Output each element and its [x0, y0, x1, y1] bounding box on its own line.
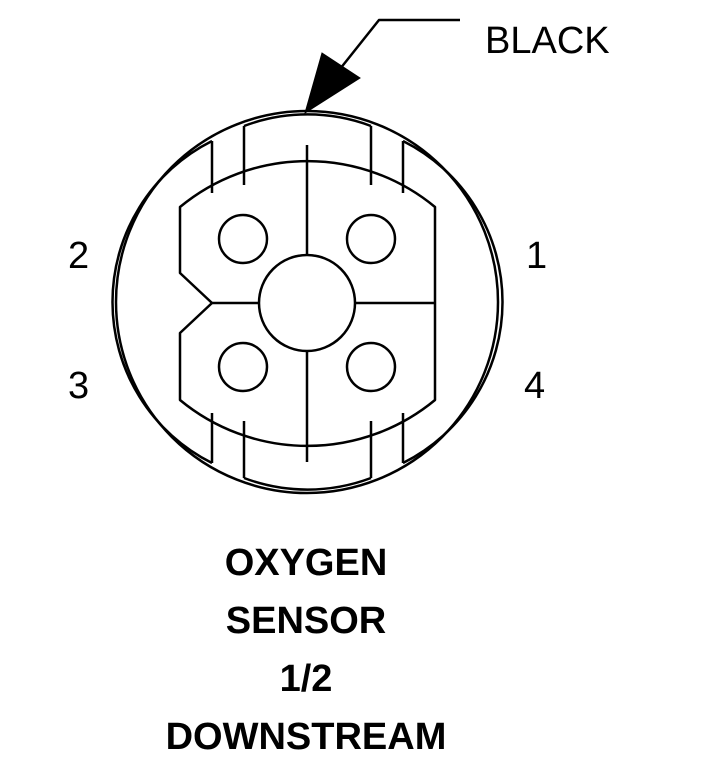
title-line-2: SENSOR — [225, 600, 387, 642]
title-line-3: 1/2 — [279, 658, 333, 700]
pin-socket-2 — [217, 213, 269, 265]
center-hub — [257, 253, 357, 353]
pin-label-1: 1 — [526, 235, 548, 277]
pin-label-3: 3 — [68, 365, 90, 407]
callout-label-black: BLACK — [485, 20, 610, 62]
callout-leader-line — [335, 18, 460, 75]
pin-socket-4 — [345, 341, 397, 393]
pin-label-2: 2 — [68, 235, 90, 277]
pin-socket-3 — [217, 341, 269, 393]
connector-insert-outline — [178, 159, 437, 448]
pin-label-4: 4 — [524, 365, 546, 407]
title-line-1: OXYGEN — [224, 542, 388, 584]
pin-socket-1 — [345, 213, 397, 265]
connector-inner-ring — [111, 113, 504, 491]
title-line-4: DOWNSTREAM — [165, 716, 447, 758]
callout-arrowhead — [304, 52, 361, 115]
